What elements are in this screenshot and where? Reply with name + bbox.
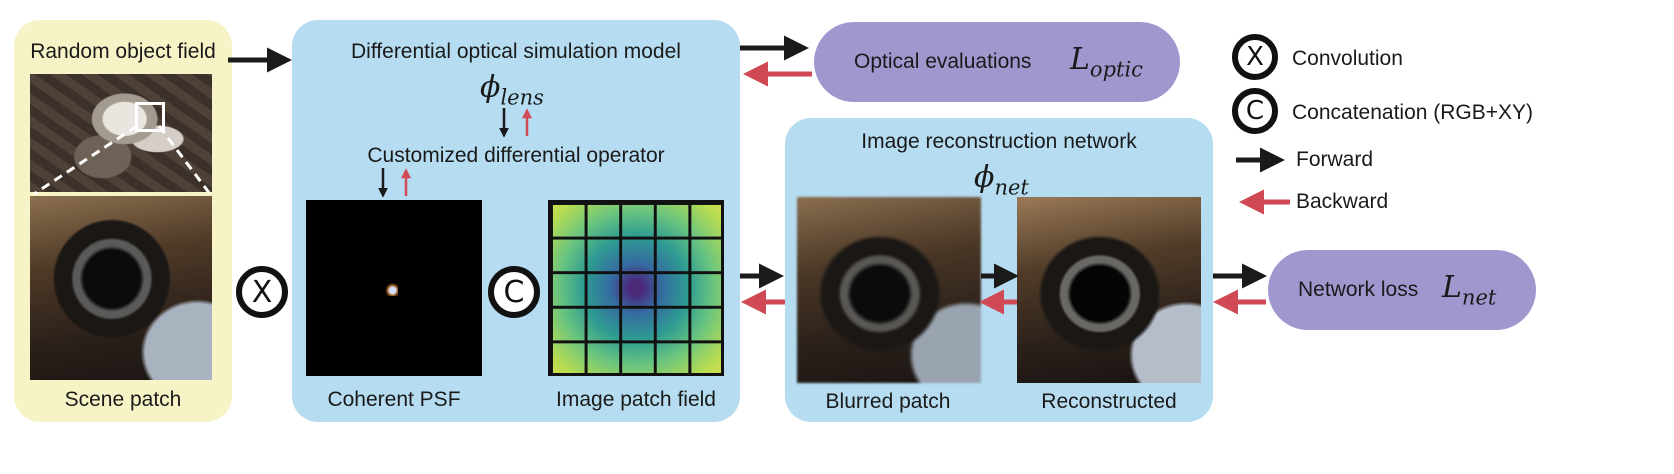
optical-evaluations-label: Optical evaluations bbox=[854, 50, 1032, 73]
blurred-patch-image bbox=[797, 197, 981, 383]
legend-convolution-symbol: X bbox=[1232, 34, 1278, 80]
phi-lens-symbol: ϕlens bbox=[480, 70, 544, 110]
legend-forward-label: Forward bbox=[1296, 148, 1374, 171]
optics-title: Differential optical simulation model bbox=[351, 40, 681, 63]
selection-box bbox=[135, 102, 165, 132]
legend-backward-label: Backward bbox=[1296, 190, 1389, 213]
eye-crop-image bbox=[30, 196, 212, 380]
scene-caption: Scene patch bbox=[64, 388, 182, 411]
network-loss-label: Network loss bbox=[1298, 278, 1419, 301]
phi-net-symbol: ϕnet bbox=[974, 160, 1029, 200]
convolution-symbol: X bbox=[236, 266, 288, 318]
l-net-symbol: Lnet bbox=[1442, 270, 1497, 310]
legend-concatenation-label: Concatenation (RGB+XY) bbox=[1292, 101, 1534, 124]
legend-concatenation-symbol: C bbox=[1232, 88, 1278, 134]
psf-spot bbox=[386, 282, 398, 296]
legend-convolution-label: Convolution bbox=[1292, 47, 1403, 70]
network-loss-pill bbox=[1268, 250, 1536, 330]
optical-evaluations-pill bbox=[814, 22, 1180, 102]
zoom-line-left bbox=[33, 124, 138, 196]
concatenation-symbol: C bbox=[488, 266, 540, 318]
zoom-line-right bbox=[157, 125, 212, 195]
psf-image bbox=[306, 200, 482, 376]
dog-image bbox=[30, 74, 212, 192]
scene-title: Random object field bbox=[30, 40, 216, 63]
reconstructed-image bbox=[1017, 197, 1201, 383]
blurred-caption: Blurred patch bbox=[825, 390, 951, 413]
psf-caption: Coherent PSF bbox=[327, 388, 461, 411]
network-title: Image reconstruction network bbox=[861, 130, 1137, 153]
patch-grid bbox=[548, 200, 724, 376]
l-optic-symbol: Loptic bbox=[1070, 42, 1143, 82]
image-patch-field bbox=[548, 200, 724, 376]
reconstructed-caption: Reconstructed bbox=[1041, 390, 1177, 413]
operator-label: Customized differential operator bbox=[367, 144, 665, 167]
field-caption: Image patch field bbox=[556, 388, 716, 411]
